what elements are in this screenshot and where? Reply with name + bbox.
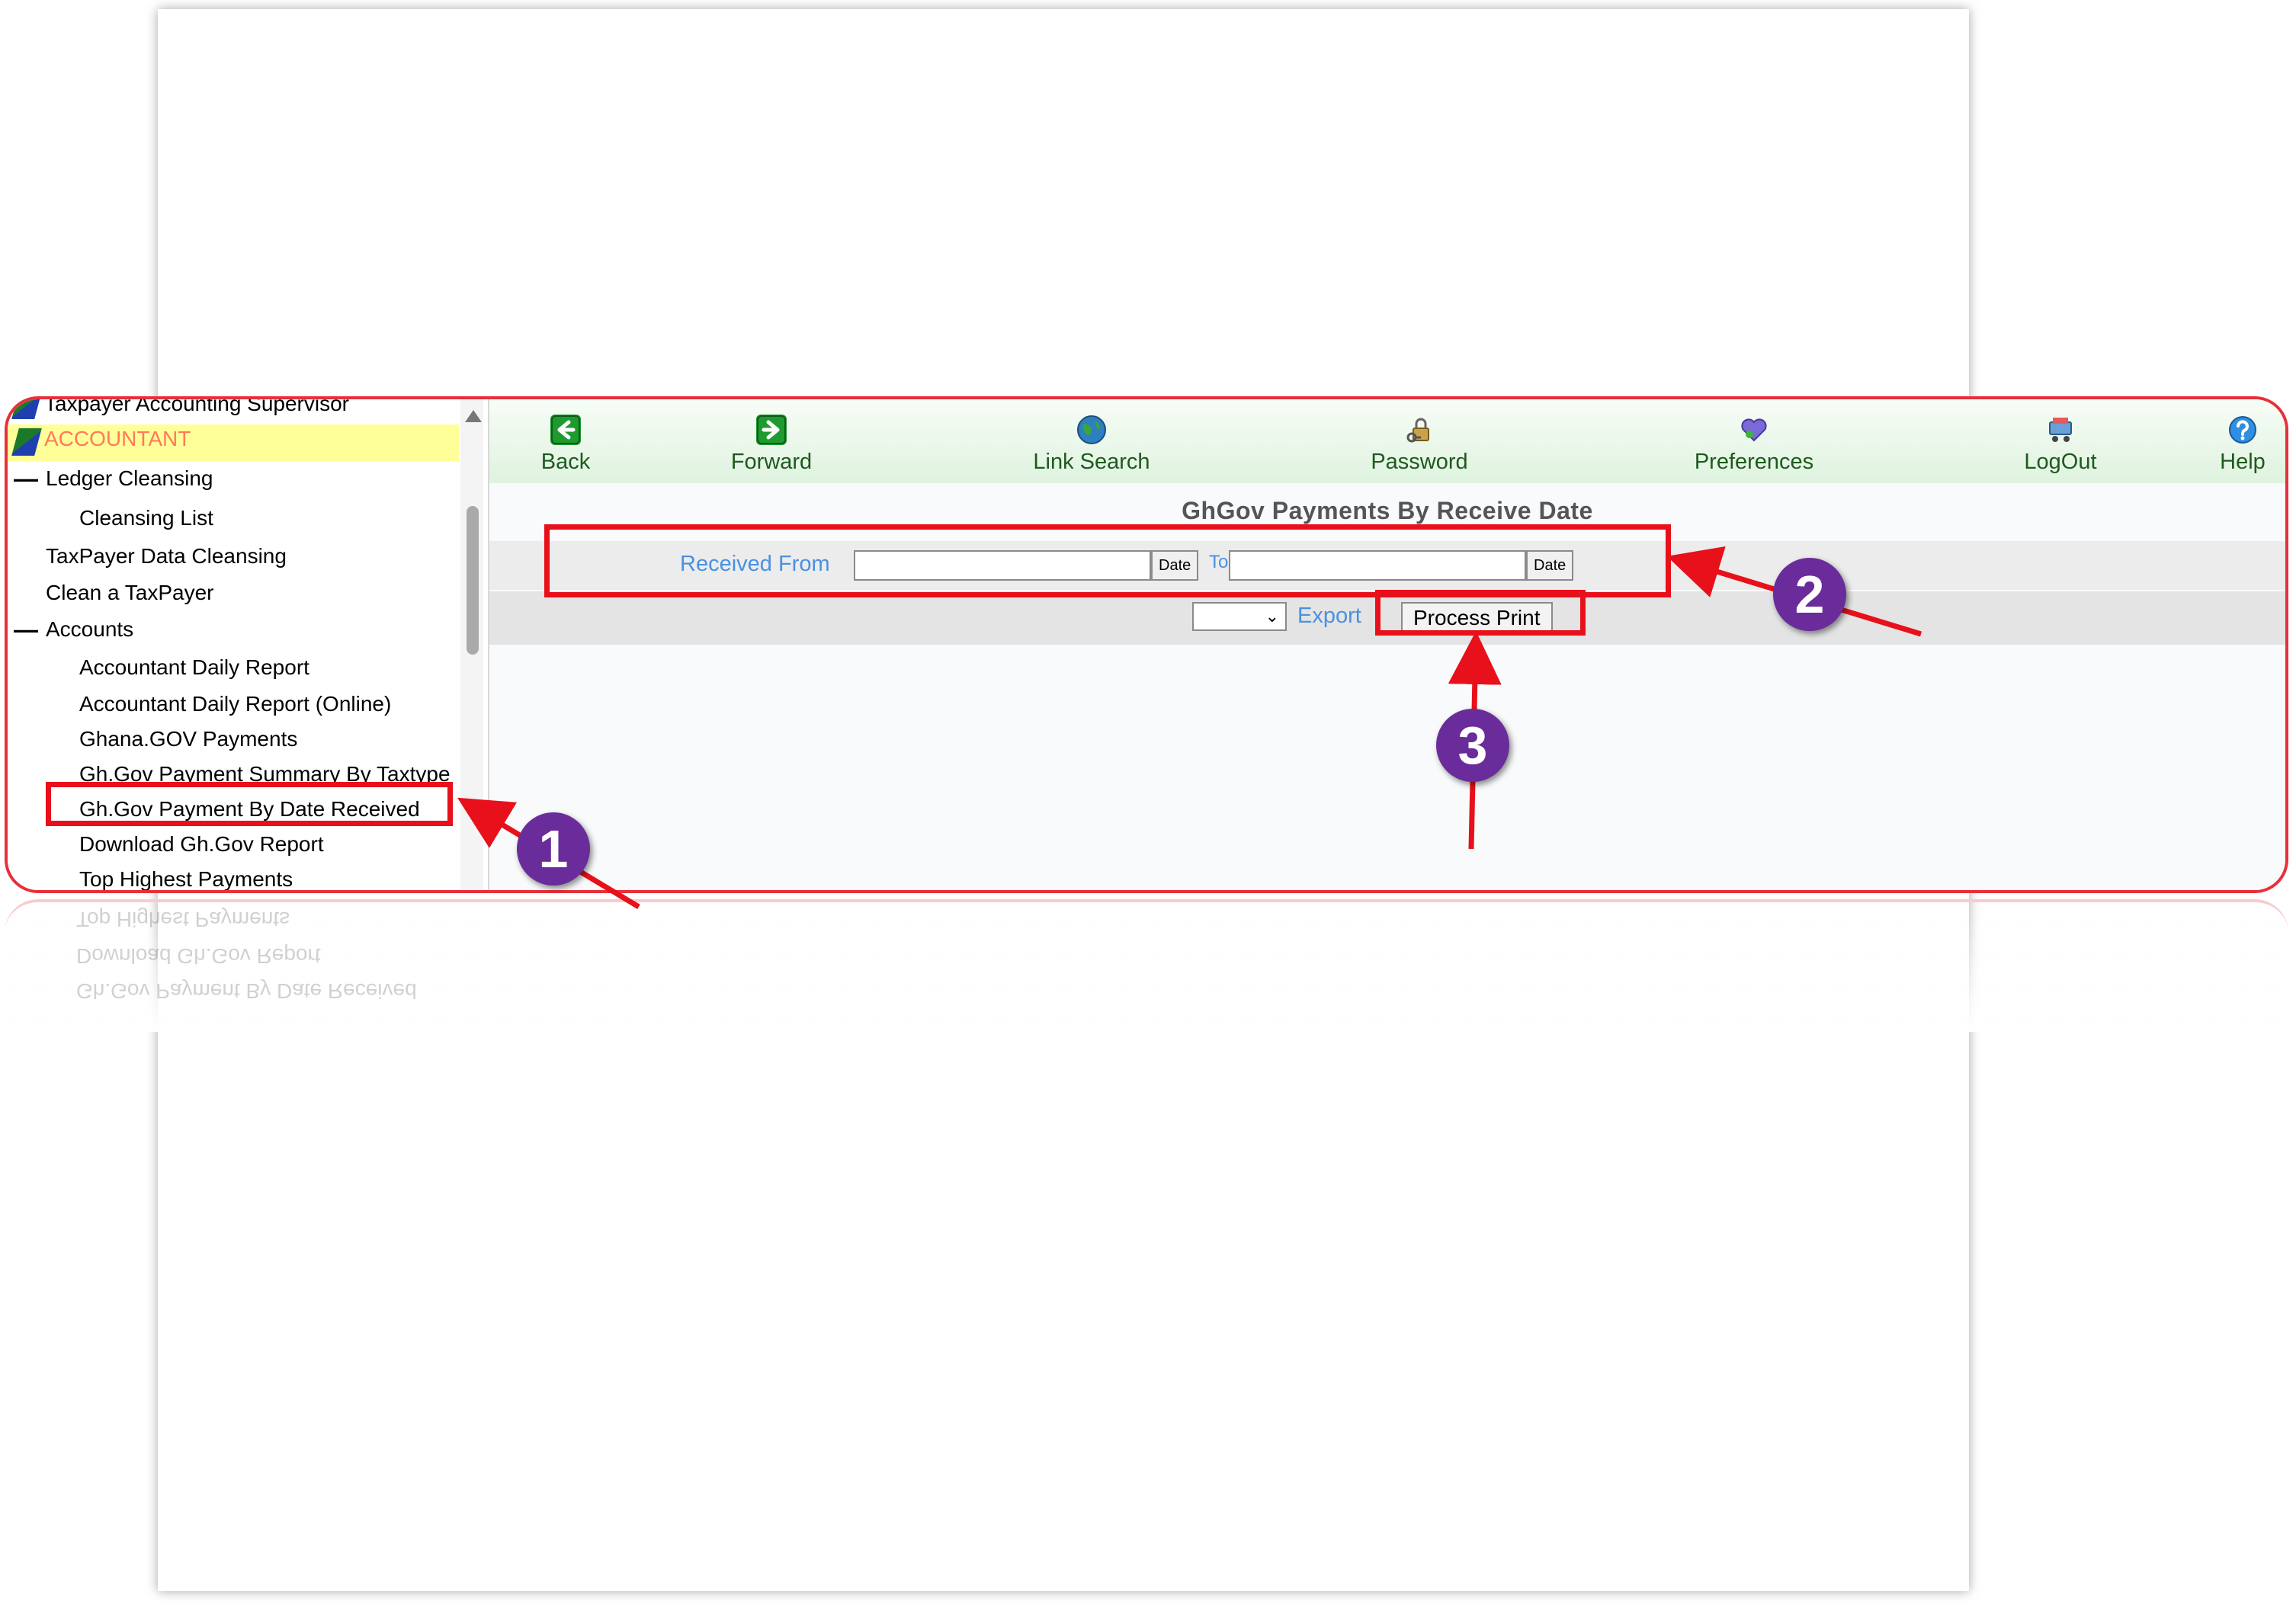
panel-reflection: Top Highest Payments Download Gh.Gov Rep… <box>5 899 2288 1032</box>
received-from-input[interactable] <box>854 550 1151 581</box>
sidebar-item-ghana-gov-payments[interactable]: Ghana.GOV Payments <box>79 727 298 751</box>
sidebar-item-accountant[interactable]: ACCOUNTANT <box>44 427 191 450</box>
password-label: Password <box>1371 450 1468 474</box>
sidebar-item-ghgov-summary-by-taxtype[interactable]: Gh.Gov Payment Summary By Taxtype <box>79 762 451 786</box>
logout-button[interactable]: LogOut <box>2019 415 2102 475</box>
scroll-up-arrow-icon[interactable] <box>465 410 482 422</box>
key-lock-icon <box>1404 415 1435 445</box>
main-content: Back Forward Link Search Password <box>489 399 2285 890</box>
to-label: To <box>1209 552 1229 572</box>
page-title: GhGov Payments By Receive Date <box>1182 497 1593 524</box>
reflection-text: Download Gh.Gov Report <box>76 944 321 968</box>
back-label: Back <box>540 450 591 474</box>
app-window: Taxpayer Accounting Supervisor ACCOUNTAN… <box>5 396 2288 893</box>
highlight-box-step1 <box>46 782 453 826</box>
link-search-button[interactable]: Link Search <box>1023 415 1160 475</box>
link-search-label: Link Search <box>1033 450 1150 474</box>
back-arrow-icon <box>550 415 581 445</box>
collapse-icon[interactable]: — <box>14 616 38 643</box>
sidebar-item-accountant-row[interactable] <box>8 424 459 461</box>
reflection-text: Gh.Gov Payment By Date Received <box>76 979 417 1003</box>
password-button[interactable]: Password <box>1366 415 1473 475</box>
scrollbar-thumb[interactable] <box>467 506 479 655</box>
highlight-box-step2 <box>544 524 1671 597</box>
help-button[interactable]: Help <box>2212 415 2273 475</box>
sidebar-tree: Taxpayer Accounting Supervisor ACCOUNTAN… <box>8 399 489 890</box>
globe-icon <box>1076 415 1107 445</box>
sidebar-item-taxpayer-data-cleansing[interactable]: TaxPayer Data Cleansing <box>46 544 287 568</box>
received-to-input[interactable] <box>1229 550 1526 581</box>
step-2-marker: 2 <box>1773 558 1846 631</box>
toolbar: Back Forward Link Search Password <box>489 399 2285 483</box>
sidebar-item-cleansing-list[interactable]: Cleansing List <box>79 506 213 530</box>
step-3-marker: 3 <box>1436 709 1509 782</box>
action-row: ⌄ Export Process Print <box>489 591 2285 645</box>
sidebar-item-clean-a-taxpayer[interactable]: Clean a TaxPayer <box>46 581 214 604</box>
sidebar-item-ledger-cleansing[interactable]: Ledger Cleansing <box>46 466 213 490</box>
sidebar-item-accountant-daily-report-online[interactable]: Accountant Daily Report (Online) <box>79 692 392 716</box>
sidebar-item-ghgov-payment-by-date-received[interactable]: Gh.Gov Payment By Date Received <box>79 797 420 821</box>
export-format-select[interactable]: ⌄ <box>1192 602 1287 631</box>
from-date-picker-button[interactable]: Date <box>1151 550 1199 581</box>
reflection-text: Top Highest Payments <box>76 908 290 931</box>
sidebar-item-accounts[interactable]: Accounts <box>46 617 134 641</box>
process-print-button[interactable]: Process Print <box>1401 602 1553 634</box>
logout-cart-icon <box>2045 415 2076 445</box>
sidebar-item-download-ghgov-report[interactable]: Download Gh.Gov Report <box>79 832 324 856</box>
sidebar-item-taxpayer-accounting-supervisor[interactable]: Taxpayer Accounting Supervisor <box>44 396 349 415</box>
back-button[interactable]: Back <box>531 415 601 475</box>
highlight-box-step3 <box>1375 590 1586 636</box>
logout-label: LogOut <box>2024 450 2097 474</box>
sidebar-item-accountant-daily-report[interactable]: Accountant Daily Report <box>79 655 309 679</box>
forward-button[interactable]: Forward <box>726 415 817 475</box>
export-link[interactable]: Export <box>1297 604 1361 628</box>
chevron-down-icon: ⌄ <box>1265 607 1279 626</box>
sidebar-item-top-highest-payments[interactable]: Top Highest Payments <box>79 867 293 891</box>
accountant-leaf-icon <box>11 399 42 419</box>
forward-label: Forward <box>730 450 813 474</box>
help-question-icon <box>2227 415 2258 445</box>
to-date-picker-button[interactable]: Date <box>1526 550 1574 581</box>
collapse-icon[interactable]: — <box>14 465 38 492</box>
step-1-marker: 1 <box>517 812 590 886</box>
forward-arrow-icon <box>756 415 787 445</box>
received-from-label: Received From <box>680 552 830 576</box>
help-label: Help <box>2220 450 2266 474</box>
preferences-heart-icon <box>1739 415 1769 445</box>
preferences-label: Preferences <box>1694 450 1814 474</box>
date-range-row: Received From Date To Date <box>489 541 2285 590</box>
preferences-button[interactable]: Preferences <box>1689 415 1819 475</box>
